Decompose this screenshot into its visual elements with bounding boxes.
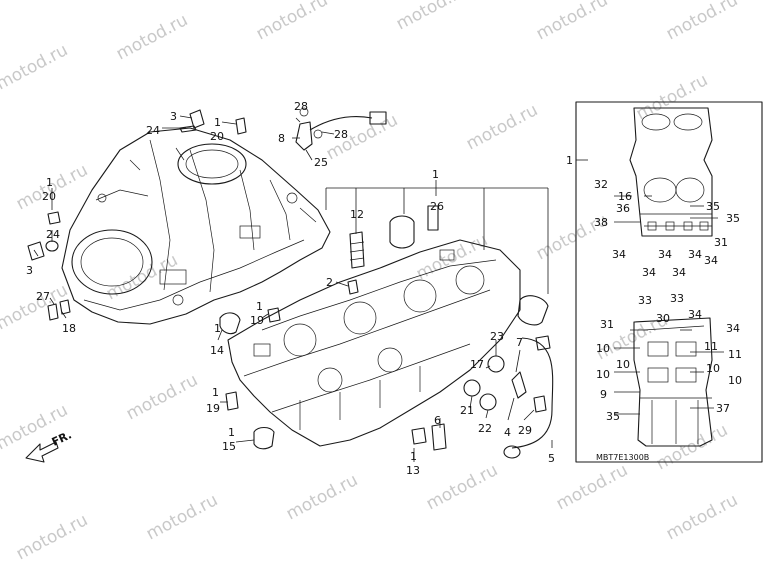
watermark: motod.ru bbox=[123, 370, 201, 424]
callout: 10 bbox=[596, 368, 610, 381]
callout: 1 bbox=[212, 386, 219, 399]
callout: 1 bbox=[214, 116, 221, 129]
watermark: motod.ru bbox=[633, 70, 711, 124]
watermark: motod.ru bbox=[653, 420, 731, 474]
callout: 28 bbox=[334, 128, 348, 141]
callout: 10 bbox=[596, 342, 610, 355]
callout: 19 bbox=[250, 314, 264, 327]
callout: 11 bbox=[704, 340, 718, 353]
callout: 34 bbox=[642, 266, 656, 279]
lower-crankcase bbox=[227, 239, 521, 447]
callout: 37 bbox=[716, 402, 730, 415]
callout: 1 bbox=[566, 154, 573, 167]
callout: 33 bbox=[638, 294, 652, 307]
callout: 17 bbox=[470, 358, 484, 371]
callout: 34 bbox=[672, 266, 686, 279]
reference-box: MBT7E1300B bbox=[575, 101, 763, 463]
callout: 20 bbox=[42, 190, 56, 203]
callout: 38 bbox=[594, 216, 608, 229]
callout: 25 bbox=[314, 156, 328, 169]
callout: 30 bbox=[656, 312, 670, 325]
callout: 1 bbox=[46, 176, 53, 189]
callout: 9 bbox=[600, 388, 607, 401]
leader-lines bbox=[33, 115, 724, 462]
callout: 31 bbox=[714, 236, 728, 249]
callout: 13 bbox=[406, 464, 420, 477]
callout-labels: 3 24 1 20 28 8 28 25 1 20 24 3 27 18 1 1… bbox=[26, 100, 742, 477]
callout: 16 bbox=[618, 190, 632, 203]
watermark: motod.ru bbox=[413, 230, 491, 284]
callout: 33 bbox=[670, 292, 684, 305]
watermark: motod.ru bbox=[113, 10, 191, 64]
watermark: motod.ru bbox=[393, 0, 471, 34]
callout: 14 bbox=[210, 344, 224, 357]
callout: 31 bbox=[600, 318, 614, 331]
callout: 34 bbox=[688, 308, 702, 321]
callout: 34 bbox=[726, 322, 740, 335]
callout: 2 bbox=[326, 276, 333, 289]
callout: 11 bbox=[728, 348, 742, 361]
callout: 24 bbox=[46, 228, 60, 241]
callout: 23 bbox=[490, 330, 504, 343]
callout: 35 bbox=[726, 212, 740, 225]
callout: 4 bbox=[504, 426, 511, 439]
callout: 22 bbox=[478, 422, 492, 435]
watermark: motod.ru bbox=[103, 250, 181, 304]
callout: 19 bbox=[206, 402, 220, 415]
callout: 10 bbox=[706, 362, 720, 375]
callout: 8 bbox=[278, 132, 285, 145]
watermark: motod.ru bbox=[0, 40, 71, 94]
callout: 20 bbox=[210, 130, 224, 143]
callout: 5 bbox=[548, 452, 555, 465]
callout: 3 bbox=[170, 110, 177, 123]
callout: 36 bbox=[616, 202, 630, 215]
callout: 26 bbox=[430, 200, 444, 213]
callout: 34 bbox=[658, 248, 672, 261]
callout: 3 bbox=[26, 264, 33, 277]
arrow-icon bbox=[25, 441, 59, 463]
callout: 35 bbox=[606, 410, 620, 423]
callout: 34 bbox=[612, 248, 626, 261]
callout: 32 bbox=[594, 178, 608, 191]
callout: 29 bbox=[518, 424, 532, 437]
watermark: motod.ru bbox=[533, 0, 611, 44]
callout: 34 bbox=[688, 248, 702, 261]
watermark: motod.ru bbox=[253, 0, 331, 44]
watermark: motod.ru bbox=[13, 510, 91, 564]
callout: 28 bbox=[294, 100, 308, 113]
watermark: motod.ru bbox=[143, 490, 221, 544]
callout: 1 bbox=[228, 426, 235, 439]
watermark: motod.ru bbox=[0, 400, 71, 454]
callout: 10 bbox=[616, 358, 630, 371]
callout: 18 bbox=[62, 322, 76, 335]
callout: 35 bbox=[706, 200, 720, 213]
switch-wiring-top bbox=[295, 107, 387, 151]
upper-crankcase bbox=[61, 127, 331, 325]
callout: 21 bbox=[460, 404, 474, 417]
callout: 24 bbox=[146, 124, 160, 137]
callout: 27 bbox=[36, 290, 50, 303]
watermark: motod.ru bbox=[663, 490, 741, 544]
watermark: motod.ru bbox=[423, 460, 501, 514]
diagram-code: MBT7E1300B bbox=[596, 453, 649, 462]
watermark: motod.ru bbox=[663, 0, 741, 44]
callout: 6 bbox=[434, 414, 441, 427]
direction-label: FR. bbox=[50, 428, 74, 448]
callout: 1 bbox=[432, 168, 439, 181]
callout: 7 bbox=[516, 336, 523, 349]
watermark: motod.ru bbox=[283, 470, 361, 524]
callout: 1 bbox=[214, 322, 221, 335]
callout: 10 bbox=[728, 374, 742, 387]
watermark: motod.ru bbox=[463, 100, 541, 154]
callout: 1 bbox=[256, 300, 263, 313]
small-parts-upper bbox=[27, 109, 247, 321]
watermark: motod.ru bbox=[553, 460, 631, 514]
callout: 34 bbox=[704, 254, 718, 267]
callout: 12 bbox=[350, 208, 364, 221]
watermark-layer: motod.ru motod.ru motod.ru motod.ru moto… bbox=[0, 0, 741, 564]
callout: 15 bbox=[222, 440, 236, 453]
callout: 1 bbox=[410, 450, 417, 463]
